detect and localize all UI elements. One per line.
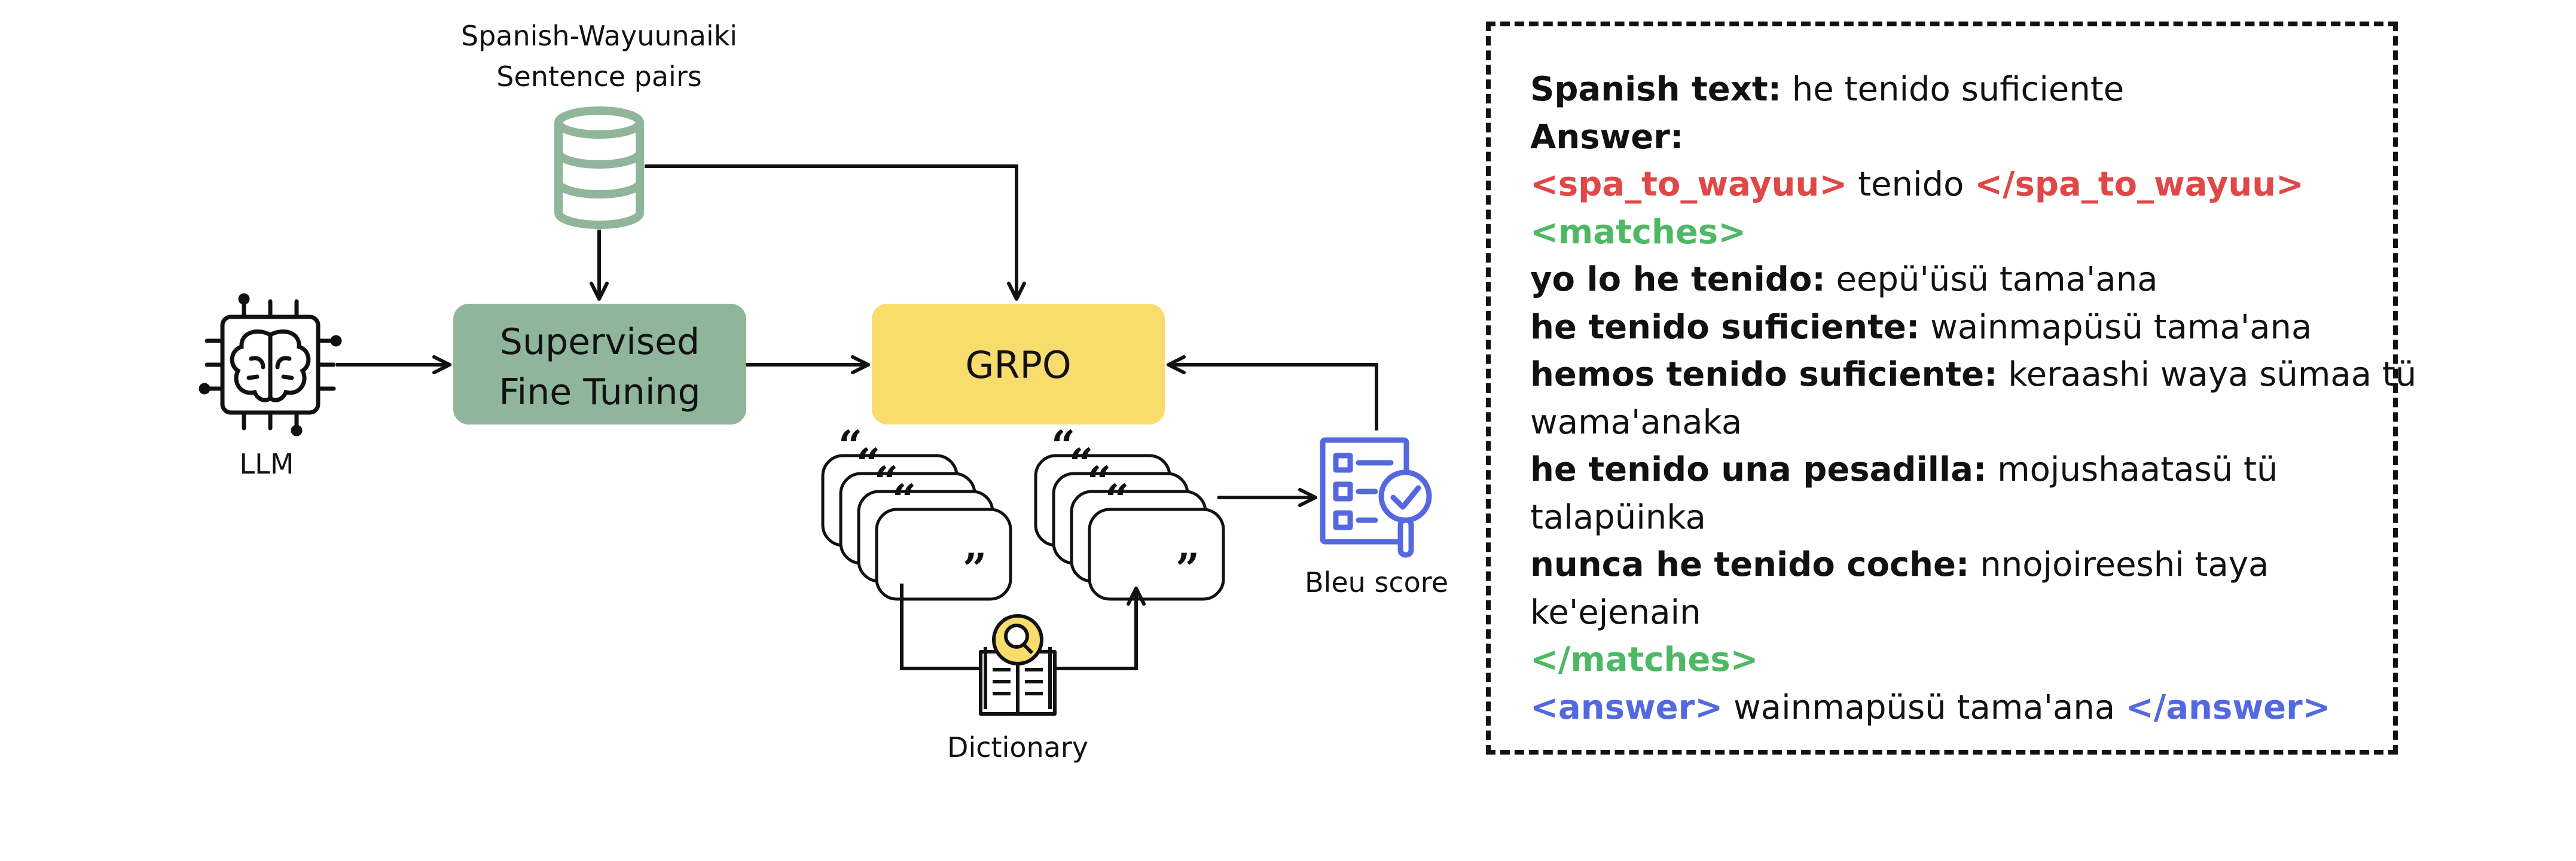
answer-close-tag: </answer> <box>2125 688 2331 727</box>
answer-value: wainmapüsü tama'ana <box>1723 688 2126 727</box>
match-item: yo lo he tenido: eepü'üsü tama'ana <box>1530 256 2360 304</box>
dictionary-book-icon <box>979 614 1057 716</box>
svg-text:”: ” <box>1176 544 1200 594</box>
match-item: he tenido suficiente: wainmapüsü tama'an… <box>1530 304 2360 352</box>
bleu-label: Bleu score <box>1305 566 1448 599</box>
database-icon <box>554 106 644 229</box>
sft-label-line1: Supervised <box>500 321 700 363</box>
svg-text:“: “ <box>1051 421 1075 471</box>
matches-close-tag: </matches> <box>1530 640 1759 679</box>
match-key: hemos tenido suficiente: <box>1530 355 1998 394</box>
dataset-label-line1: Spanish-Wayuunaiki <box>461 20 737 52</box>
grpo-box <box>872 304 1165 425</box>
quote-cards-icon: “ “ “ “ ” <box>823 421 1011 599</box>
spanish-text-line: Spanish text: he tenido suficiente <box>1530 66 2360 114</box>
spa-to-wayuu-open-tag: <spa_to_wayuu> <box>1530 165 1848 204</box>
svg-text:“: “ <box>838 421 862 471</box>
llm-label: LLM <box>240 448 294 480</box>
arrow-bleu-to-grpo <box>1167 355 1378 430</box>
pipeline-diagram: Spanish-Wayuunaiki Sentence pairs <box>199 20 1448 764</box>
match-item: he tenido una pesadilla: mojushaatasü tü <box>1530 446 2360 494</box>
quote-cards-icon: “ “ “ “ ” <box>1036 421 1223 599</box>
spanish-text-value: he tenido suficiente <box>1781 70 2125 109</box>
match-item-continuation: talapüinka <box>1530 494 2360 542</box>
svg-text:“: “ <box>874 457 898 506</box>
match-value: mojushaatasü tü <box>1986 450 2278 489</box>
match-key: yo lo he tenido: <box>1530 260 1826 299</box>
arrow-db-to-grpo <box>645 164 1026 301</box>
match-value: eepü'üsü tama'ana <box>1825 260 2158 299</box>
spa-to-wayuu-close-tag: </spa_to_wayuu> <box>1974 165 2305 204</box>
match-item: nunca he tenido coche: nnojoireeshi taya <box>1530 541 2360 589</box>
match-value: wainmapüsü tama'ana <box>1919 307 2312 347</box>
answer-key: Answer: <box>1530 117 1684 157</box>
match-value: keraashi waya sümaa tü <box>1997 355 2417 394</box>
spa-to-wayuu-line: <spa_to_wayuu> tenido </spa_to_wayuu> <box>1530 161 2360 209</box>
bleu-checklist-icon <box>1320 437 1432 558</box>
answer-heading-line: Answer: <box>1530 114 2360 161</box>
sft-label-line2: Fine Tuning <box>499 371 700 413</box>
arrow-dictionary-to-cards <box>1052 587 1146 670</box>
svg-text:“: “ <box>1105 475 1129 524</box>
matches-open-tag: <matches> <box>1530 212 1747 252</box>
sft-box <box>453 304 746 425</box>
matches-close-line: </matches> <box>1530 636 2360 684</box>
match-value-continuation: ke'ejenain <box>1530 593 1701 632</box>
arrow-cards-to-dictionary <box>900 584 983 670</box>
svg-text:“: “ <box>1069 439 1093 488</box>
grpo-label: GRPO <box>965 343 1071 387</box>
match-key: he tenido suficiente: <box>1530 307 1920 347</box>
svg-text:“: “ <box>856 439 880 488</box>
dictionary-label: Dictionary <box>947 731 1088 764</box>
brain-chip-icon <box>199 293 342 436</box>
match-value-continuation: talapüinka <box>1530 497 1706 537</box>
svg-text:”: ” <box>963 544 987 594</box>
example-panel: Spanish text: he tenido suficiente Answe… <box>1486 22 2416 755</box>
matches-open-line: <matches> <box>1530 209 2360 257</box>
match-value-continuation: wama'anaka <box>1530 402 1742 442</box>
svg-text:“: “ <box>1087 457 1111 506</box>
spanish-text-key: Spanish text: <box>1530 70 1781 109</box>
match-item: hemos tenido suficiente: keraashi waya s… <box>1530 351 2416 399</box>
svg-text:“: “ <box>892 475 916 524</box>
dataset-label-line2: Sentence pairs <box>496 60 701 93</box>
match-item-continuation: ke'ejenain <box>1530 589 2360 637</box>
spa-to-wayuu-value: tenido <box>1847 165 1975 204</box>
match-key: he tenido una pesadilla: <box>1530 450 1987 489</box>
match-value: nnojoireeshi taya <box>1969 545 2269 584</box>
answer-line: <answer> wainmapüsü tama'ana </answer> <box>1530 684 2360 732</box>
answer-open-tag: <answer> <box>1530 688 1723 727</box>
match-item-continuation: wama'anaka <box>1530 399 2360 447</box>
match-key: nunca he tenido coche: <box>1530 545 1970 584</box>
